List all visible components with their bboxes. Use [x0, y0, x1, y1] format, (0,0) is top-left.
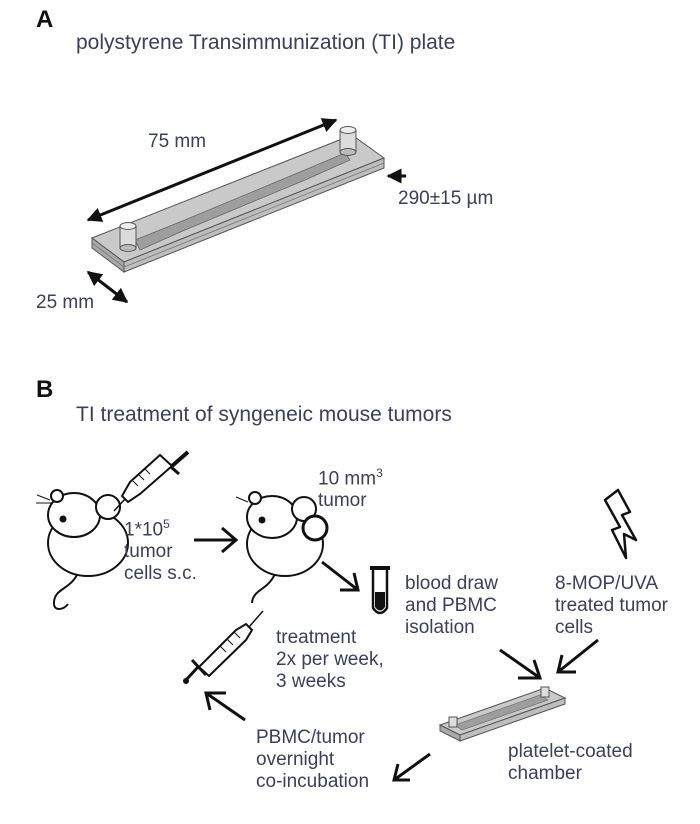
length-arrow — [86, 118, 338, 222]
treatment-label-line1: treatment — [276, 627, 357, 648]
chamber-label-line1: platelet-coated — [508, 741, 633, 762]
port-right — [339, 126, 357, 156]
syringe-icon — [113, 450, 190, 512]
panel-b-letter: B — [36, 376, 54, 403]
arrow-coincubation-to-treatment — [204, 691, 246, 722]
width-label: 25 mm — [36, 292, 95, 313]
uva-label-line3: cells — [555, 617, 594, 638]
lightning-icon — [603, 488, 638, 560]
uva-label: 8-MOP/UVA treated tumor cells — [555, 573, 668, 639]
chamber-label-line2: chamber — [508, 763, 582, 784]
port-left — [119, 222, 137, 252]
arrow-uva-to-chamber — [556, 638, 599, 674]
treatment-label: treatment 2x per week, 3 weeks — [276, 627, 384, 693]
length-label: 75 mm — [148, 131, 207, 152]
tumor-icon — [301, 514, 329, 542]
syringe-icon-2 — [183, 610, 264, 684]
chamber-icon — [438, 686, 567, 742]
uva-label-line2: treated tumor — [555, 595, 668, 616]
arrow-chamber-to-coincubation — [392, 752, 431, 782]
arrow-inject-to-tumor — [194, 526, 239, 554]
tumor-size-label: 10 mm3 tumor — [318, 462, 383, 512]
panel-b-title: TI treatment of syngeneic mouse tumors — [76, 403, 452, 426]
arrow-blood-to-chamber — [499, 648, 543, 680]
mouse-icon-2 — [235, 491, 324, 604]
coincubation-label-line3: co-incubation — [256, 771, 370, 792]
injection-label-line1: 1*10 — [124, 519, 164, 541]
panel-a-letter: A — [36, 6, 54, 33]
uva-label-line1: 8-MOP/UVA — [555, 573, 659, 594]
width-arrow — [86, 270, 129, 304]
blood-draw-label-line1: blood draw — [405, 573, 498, 594]
thickness-label: 290±15 µm — [398, 188, 494, 209]
coincubation-label: PBMC/tumor overnight co-incubation — [256, 727, 369, 793]
injection-label-line3: cells s.c. — [124, 563, 197, 585]
tumor-size-label-exponent: 3 — [376, 466, 383, 480]
arrow-tumor-to-blood — [321, 560, 360, 592]
blood-tube-icon — [370, 566, 390, 615]
coincubation-label-line1: PBMC/tumor — [256, 727, 365, 748]
tumor-size-label-line1: 10 mm — [318, 468, 377, 490]
injection-label: 1*105 tumor cells s.c. — [124, 513, 197, 585]
panel-a-title: polystyrene Transimmunization (TI) plate — [76, 31, 456, 54]
blood-draw-label-line3: isolation — [405, 617, 475, 638]
coincubation-label-line2: overnight — [256, 749, 335, 770]
treatment-label-line3: 3 weeks — [276, 671, 346, 692]
injection-label-line2: tumor — [124, 541, 173, 563]
mouse-icon — [36, 489, 129, 610]
injection-label-exponent: 5 — [163, 517, 170, 531]
chamber-label: platelet-coated chamber — [508, 741, 633, 785]
blood-draw-label: blood draw and PBMC isolation — [405, 573, 498, 639]
tumor-size-label-line2: tumor — [318, 490, 367, 512]
blood-draw-label-line2: and PBMC — [405, 595, 497, 616]
treatment-label-line2: 2x per week, — [276, 649, 384, 670]
